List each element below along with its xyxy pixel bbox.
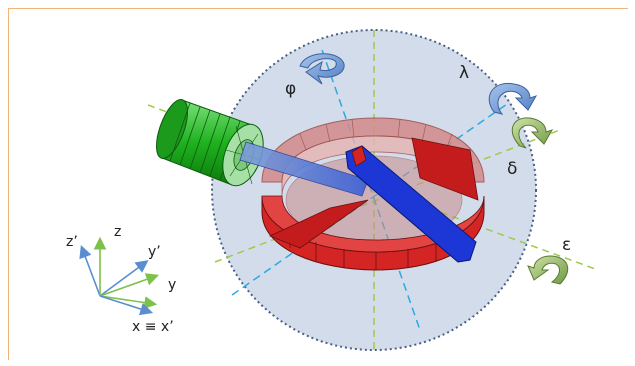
motor-shaft (239, 141, 369, 197)
delta-label: δ (507, 159, 517, 179)
motor-cylinder (156, 99, 264, 187)
y-prime-axis (99, 260, 149, 297)
frame-top-border (8, 8, 628, 9)
dashed-axis-horizontal (147, 104, 599, 271)
z-prime-label: z’ (66, 234, 78, 250)
x-prime-axis (99, 295, 154, 316)
y-prime-label: y’ (148, 244, 161, 260)
delta-rotation-arrow (511, 117, 554, 149)
ring-front-half (261, 137, 485, 271)
lambda-label: λ (459, 63, 469, 83)
frame-left-border (8, 8, 9, 360)
x-label: x ≡ x’ (132, 319, 174, 335)
y-axis (99, 273, 160, 297)
z-prime-axis (79, 245, 101, 297)
epsilon-rotation-arrow (527, 255, 569, 285)
lambda-rotation-arrow (488, 82, 538, 115)
epsilon-label: ε (562, 235, 571, 255)
y-label: y (168, 277, 176, 293)
coordinate-axes (79, 236, 160, 316)
x-axis (99, 295, 158, 309)
z-label: z (114, 224, 121, 240)
phi-label: φ (285, 79, 296, 99)
phi-rotation-arrow (299, 53, 345, 85)
blue-bar (345, 145, 477, 263)
